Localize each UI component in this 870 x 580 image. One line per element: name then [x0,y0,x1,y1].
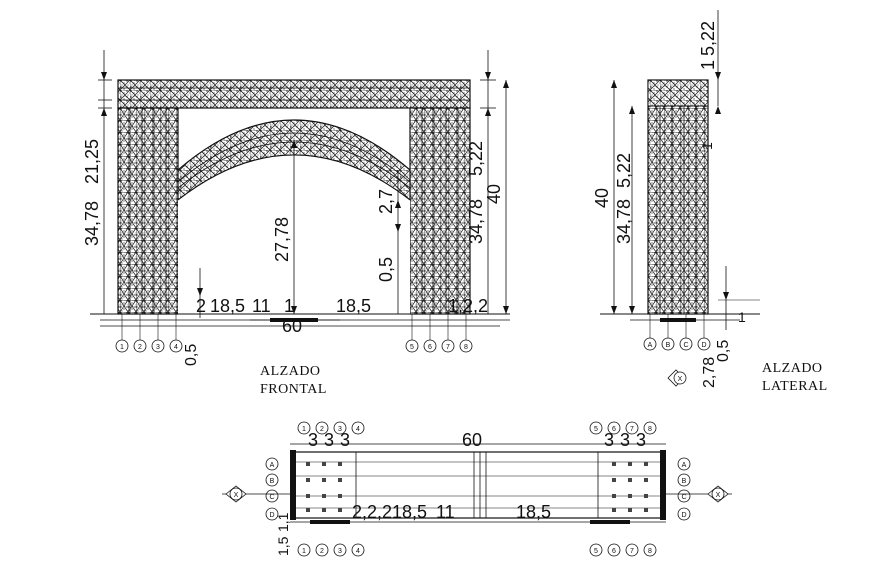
axis-label: 3 [156,344,160,351]
lateral-dim-top-a: 1 [698,60,718,70]
frontal-dim-span-left: 18,5 [210,296,245,316]
frontal-dim-arch-height: 27,78 [272,217,292,262]
lateral-dim-overall: 40 [592,188,612,208]
lateral-dim-height-a: 34,78 [614,199,634,244]
frontal-dim-span-total: 60 [282,316,302,336]
plan-axes-bottom: 1 2 3 4 5 6 7 8 [297,543,657,557]
lateral-dim-top-b: 5,22 [698,21,718,56]
frontal-dim-bottom-small: 0,5 [183,344,200,366]
frontal-dim-right-small: 1,2,2 [448,296,488,316]
axis-label: 1 [302,426,306,433]
lateral-dim-height-b: 5,22 [614,153,634,188]
plan-dim-left-edge: 1,1 [275,512,291,532]
frontal-dim-span-right: 18,5 [336,296,371,316]
axis-label: 7 [630,548,634,555]
lateral-elevation: 1 5,22 40 34,78 5,22 1 2,78 0,5 1 A B [592,10,828,394]
plan-section-mark-right: X [666,485,732,503]
plan-dim-right-bay-3: 3 [636,430,646,450]
frontal-dim-height-b: 21,25 [82,139,102,184]
axis-label: B [270,478,275,485]
axis-label: 5 [594,548,598,555]
axis-label: 8 [648,548,652,555]
section-mark-label: X [716,492,721,499]
axis-label: 1 [120,344,124,351]
axis-label: 1 [302,548,306,555]
axis-label: A [682,462,687,469]
frontal-dim-arch-rise: 2,7 [376,189,396,214]
lateral-title-line2: LATERAL [762,379,828,394]
axis-label: 5 [410,344,414,351]
axis-label: 5 [594,426,598,433]
axis-label: D [269,512,274,519]
frontal-dim-left-small-a: 2 [196,296,206,316]
axis-label: 4 [356,426,360,433]
frontal-dim-overall-height: 40 [484,184,504,204]
axis-label: B [666,342,671,349]
plan-dim-span-left: 18,5 [392,502,427,522]
axis-label: 6 [612,426,616,433]
axis-label: C [683,342,688,349]
axis-label: 6 [428,344,432,351]
frontal-axes-left: 1 2 3 4 [115,314,183,353]
left-pillar [117,107,179,315]
axis-label: 2 [320,548,324,555]
plan-view: 60 3 3 3 3 3 3 2,2,2 18,5 11 18,5 1,1 1,… [222,421,732,557]
axis-label: 4 [356,548,360,555]
section-mark-label: X [678,376,683,383]
axis-label: 2 [320,426,324,433]
axis-label: 8 [464,344,468,351]
axis-label: 3 [338,548,342,555]
frontal-dim-right-height-a: 34,78 [466,199,486,244]
axis-label: D [681,512,686,519]
frontal-title-line1: ALZADO [260,364,321,379]
plan-outline [291,451,665,519]
frontal-dim-height-a: 34,78 [82,201,102,246]
axis-label: C [681,494,686,501]
lateral-dim-bottom-b: 0,5 [715,340,732,362]
frontal-dim-span-sep: 1 [284,296,294,316]
axis-label: 8 [648,426,652,433]
axis-label: A [648,342,653,349]
axis-label: C [269,494,274,501]
axis-label: 7 [446,344,450,351]
plan-section-mark-left: X [222,485,290,503]
section-mark-label: X [234,492,239,499]
lateral-body [647,79,709,315]
plan-dim-left-edge-b: 1,5 [275,536,291,556]
axis-label: 7 [630,426,634,433]
frontal-elevation: 34,78 21,25 27,78 2,7 0,5 34,78 5,22 40 … [82,50,510,397]
plan-dim-left-bay-3: 3 [340,430,350,450]
axis-label: 2 [138,344,142,351]
top-beam [117,79,471,109]
lateral-title-line1: ALZADO [762,361,823,376]
lateral-section-mark: X [667,369,687,387]
plan-dim-total: 60 [462,430,482,450]
axis-label: A [270,462,275,469]
frontal-dim-base-gap: 0,5 [376,257,396,282]
frontal-axes-right: 5 6 7 8 [405,314,473,353]
axis-label: D [701,342,706,349]
axis-label: 6 [612,548,616,555]
frontal-title-line2: FRONTAL [260,382,327,397]
lateral-dim-small-top: 1 [699,142,715,150]
axis-label: 3 [338,426,342,433]
frontal-dim-right-height-b: 5,22 [466,141,486,176]
plan-dim-bottom-left: 2,2,2 [352,502,392,522]
plan-axes-top: 1 2 3 4 5 6 7 8 [297,421,657,435]
plan-dim-right-bay-2: 3 [620,430,630,450]
plan-dim-right-bay-1: 3 [604,430,614,450]
right-pillar [409,107,471,315]
plan-dim-span-right: 18,5 [516,502,551,522]
plan-axes-side: A B C D A B C D [265,457,691,521]
frontal-dim-span-mid: 11 [252,296,271,316]
lateral-dim-bottom-c: 1 [738,309,746,325]
plan-dim-left-bay-2: 3 [324,430,334,450]
plan-dim-span-mid: 11 [436,502,455,522]
lateral-dim-bottom-a: 2,78 [701,357,718,388]
lateral-axes: A B C D [643,314,711,351]
plan-dim-left-bay-1: 3 [308,430,318,450]
axis-label: 4 [174,344,178,351]
axis-label: B [682,478,687,485]
